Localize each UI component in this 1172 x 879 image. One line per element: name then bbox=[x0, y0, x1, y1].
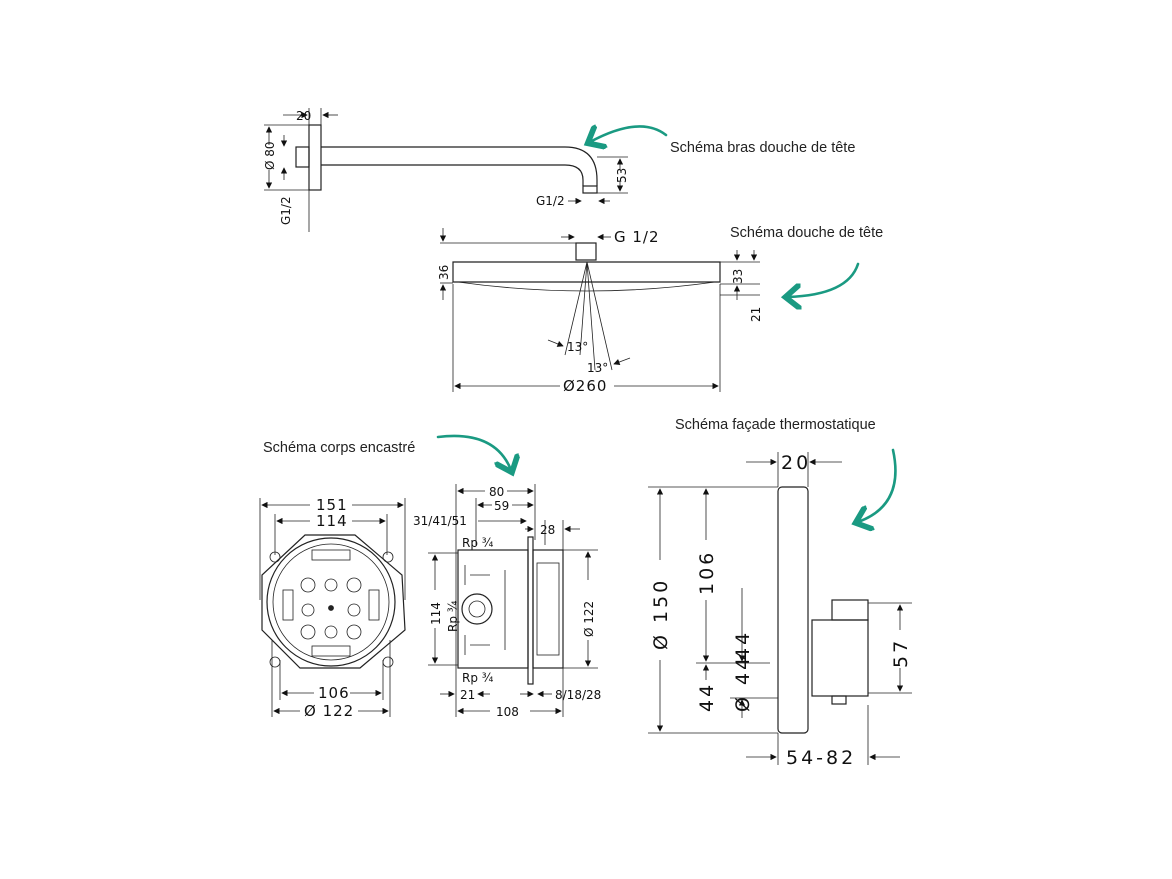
body-front-drawing: 151 114 106 Ø 122 bbox=[259, 496, 406, 720]
dim-facade-lower: 44 bbox=[696, 682, 718, 712]
shower-arm-drawing: 20 Ø 80 G1/2 53 G1/2 bbox=[263, 108, 629, 232]
dim-arm-width: 20 bbox=[296, 109, 311, 123]
dim-side-port-mid: Rp ¾ bbox=[446, 600, 460, 632]
dim-side-offsets: 31/41/51 bbox=[413, 514, 467, 528]
dim-side-diameter: Ø 122 bbox=[582, 601, 596, 637]
dim-head-depth: 21 bbox=[749, 307, 763, 322]
dim-side-port-top: Rp ¾ bbox=[462, 536, 494, 550]
dim-head-thread: G 1/2 bbox=[614, 228, 660, 246]
dim-body-diameter: Ø 122 bbox=[304, 702, 354, 720]
shower-head-drawing: 36 G 1/2 33 21 13° 13° Ø260 bbox=[437, 228, 763, 395]
arrow-facade bbox=[858, 448, 897, 522]
dim-head-angle-1: 13° bbox=[567, 340, 588, 354]
label-arm-schema: Schéma bras douche de tête bbox=[670, 140, 855, 156]
body-side-drawing: 80 59 31/41/51 28 Rp ¾ Rp ¾ Rp ¾ 114 Ø 1… bbox=[413, 484, 601, 719]
dim-arm-drop: 53 bbox=[615, 168, 629, 183]
dim-side-mid: 59 bbox=[494, 499, 509, 513]
dim-side-height: 114 bbox=[429, 602, 443, 625]
dim-body-inner: 114 bbox=[316, 512, 348, 530]
dim-facade-upper: 106 bbox=[696, 550, 718, 595]
label-head-schema: Schéma douche de tête bbox=[730, 225, 883, 241]
dim-arm-thread-right: G1/2 bbox=[536, 194, 565, 208]
dim-facade-knob-diameter: Ø 44 bbox=[732, 655, 754, 712]
arrow-head bbox=[788, 262, 860, 297]
dim-side-left-bottom: 21 bbox=[460, 688, 475, 702]
dim-facade-diameter: Ø 150 bbox=[650, 578, 672, 650]
dim-head-diameter: Ø260 bbox=[563, 377, 607, 395]
label-body-schema: Schéma corps encastré bbox=[263, 440, 415, 456]
dim-side-right: 28 bbox=[540, 523, 555, 537]
dim-head-height: 36 bbox=[437, 265, 451, 280]
dim-arm-diameter: Ø 80 bbox=[263, 141, 277, 170]
dim-head-rim: 33 bbox=[731, 269, 745, 284]
dim-side-total: 108 bbox=[496, 705, 519, 719]
dim-side-extension: 8/18/28 bbox=[555, 688, 601, 702]
dim-head-angle-2: 13° bbox=[587, 361, 608, 375]
dim-body-outer: 151 bbox=[316, 496, 348, 514]
dim-body-bottom: 106 bbox=[318, 684, 350, 702]
dim-side-port-bottom: Rp ¾ bbox=[462, 671, 494, 685]
dim-arm-thread-left: G1/2 bbox=[279, 196, 293, 225]
dim-facade-mid: 44 bbox=[732, 630, 754, 660]
thread-fitting bbox=[295, 146, 310, 168]
dim-side-depth: 80 bbox=[489, 485, 504, 499]
dim-facade-thickness: 20 bbox=[781, 452, 811, 474]
facade-drawing: 20 Ø 150 106 44 44 Ø 44 57 54-82 bbox=[648, 452, 912, 769]
label-facade-schema: Schéma façade thermostatique bbox=[675, 417, 876, 433]
dim-facade-projection: 54-82 bbox=[786, 747, 856, 769]
arrow-body bbox=[436, 434, 511, 470]
dim-facade-knob-height: 57 bbox=[890, 638, 912, 668]
arrow-arm bbox=[590, 126, 668, 142]
